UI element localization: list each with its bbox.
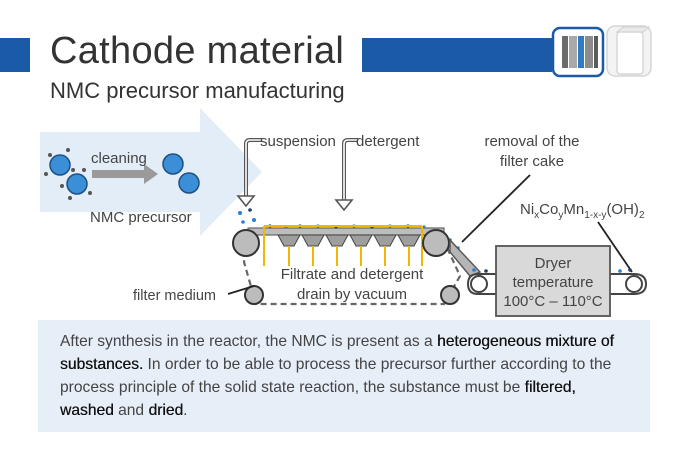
text-highlight-filtered-washed: filtered, washed <box>60 379 576 419</box>
dryer-temperature-label: temperature <box>513 274 594 291</box>
detergent-pipe <box>334 138 358 212</box>
cleaning-arrow <box>92 164 158 184</box>
filtrate-label-line1: Filtrate and detergent <box>281 266 424 283</box>
removal-label-line1: removal of the <box>484 133 579 150</box>
page-subtitle: NMC precursor manufacturing <box>50 78 345 103</box>
description-text: After synthesis in the reactor, the NMC … <box>60 330 632 422</box>
text-part-1: After synthesis in the reactor, the NMC … <box>60 333 438 350</box>
suspension-droplets <box>238 208 258 232</box>
filter-medium-pointer <box>227 285 255 295</box>
text-part-3: and <box>113 402 149 419</box>
page-title: Cathode material <box>50 30 345 72</box>
text-highlight-mixture: heterogeneous mixture of substances. <box>60 333 614 373</box>
filtrate-label-line2: drain by vacuum <box>297 286 407 303</box>
text-part-2: In order to be able to process the precu… <box>60 356 612 396</box>
nmc-precursor-label: NMC precursor <box>90 209 192 226</box>
chemical-formula: NixCoyMn1-x-y(OH)2 <box>520 201 645 221</box>
battery-pouch-icon <box>606 25 652 77</box>
dryer-box <box>495 245 611 317</box>
header-accent-bar-right <box>362 38 552 72</box>
detergent-label: detergent <box>356 133 420 150</box>
filtrate-drain-lines <box>263 225 423 266</box>
header-accent-bar-left <box>0 38 30 72</box>
particles-clean <box>162 153 200 194</box>
removal-pointer-line <box>461 174 531 243</box>
text-part-4: . <box>183 402 188 419</box>
dryer-temperature-range: 100°C – 110°C <box>503 293 602 310</box>
cleaning-label: cleaning <box>91 150 147 167</box>
battery-cell-icon <box>551 26 605 78</box>
suspension-pipe <box>236 138 262 208</box>
filter-medium-label: filter medium <box>133 288 216 304</box>
suspension-label: suspension <box>260 133 336 150</box>
description-box <box>38 320 650 432</box>
text-highlight-dried: dried <box>148 402 184 419</box>
particles-dirty <box>44 148 92 200</box>
vacuum-boxes <box>277 234 421 247</box>
removal-label-line2: filter cake <box>500 153 564 170</box>
dryer-conveyor <box>466 268 648 295</box>
formula-pointer-line <box>597 221 633 273</box>
dryer-label: Dryer <box>535 255 572 272</box>
